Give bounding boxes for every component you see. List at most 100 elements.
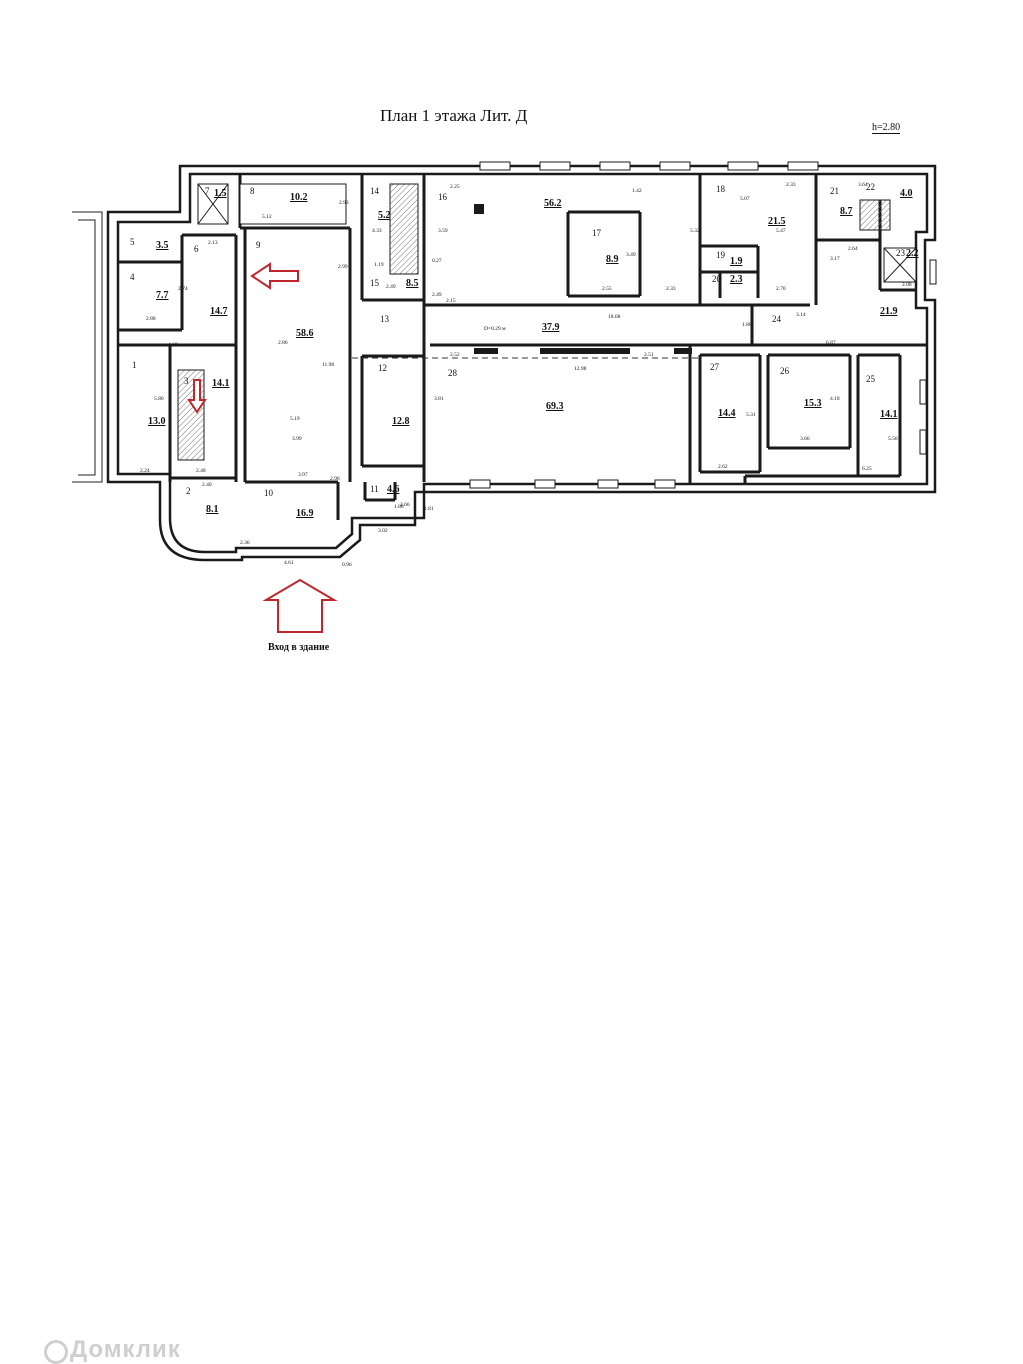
dimension-label: 2.55 xyxy=(602,286,612,292)
dimension-label: 4.33 xyxy=(372,228,382,234)
room-area: 4.6 xyxy=(387,484,400,495)
room-number: 15 xyxy=(370,278,380,288)
dimension-label: 2.93 xyxy=(339,200,349,206)
room-area: 13.0 xyxy=(148,416,166,427)
room-number: 27 xyxy=(710,362,720,372)
room-number: 5 xyxy=(130,237,135,247)
room-area: 8.9 xyxy=(606,254,619,265)
adjacent-building xyxy=(72,211,103,483)
room-number: 1 xyxy=(132,360,137,370)
dimension-label: 3.64 xyxy=(858,182,868,188)
dimension-label: 2.40 xyxy=(202,482,212,488)
dimension-label: 3.17 xyxy=(830,256,840,262)
dimension-label: 5.80 xyxy=(154,396,164,402)
room-area: 8.5 xyxy=(406,278,419,289)
dimension-labels: 5.122.9318.6812.983.974.613.022.365.475.… xyxy=(140,182,912,568)
dimension-label: 2.51 xyxy=(644,352,654,358)
dimension-label: 3.49 xyxy=(626,252,636,258)
room-number: 3 xyxy=(184,376,189,386)
windows xyxy=(469,161,937,489)
room-number: 19 xyxy=(716,250,726,260)
room-area: 21.9 xyxy=(880,306,898,317)
room-number: 24 xyxy=(772,314,782,324)
dimension-label: 2.88 xyxy=(146,316,156,322)
dimension-label: 1.19 xyxy=(374,262,384,268)
dimension-label: 5.32 xyxy=(690,228,700,234)
dimension-label: 2.64 xyxy=(848,246,858,252)
down-arrow-icon xyxy=(187,379,207,414)
room-number: 10 xyxy=(264,488,274,498)
room-area: 5.2 xyxy=(378,210,391,221)
dimension-label: 12.98 xyxy=(574,366,587,372)
dimension-label: 2.66 xyxy=(400,502,410,508)
room-number: 20 xyxy=(712,274,722,284)
room-number: 17 xyxy=(592,228,602,238)
room-area: 21.5 xyxy=(768,216,786,227)
dimension-label: D=0.29 м xyxy=(484,326,506,332)
room-area: 15.3 xyxy=(804,398,822,409)
dimension-label: 5.31 xyxy=(746,412,756,418)
room-area: 1.9 xyxy=(730,256,743,267)
dimension-label: 2.86 xyxy=(278,340,288,346)
dimension-label: 3.99 xyxy=(292,436,302,442)
room-number: 22 xyxy=(866,182,875,192)
ceiling-height-label: h=2.80 xyxy=(872,122,901,134)
dimension-label: 6.87 xyxy=(826,340,836,346)
dimension-label: 3.66 xyxy=(800,436,810,442)
dimension-label: 2.36 xyxy=(240,540,250,546)
room-area: 69.3 xyxy=(546,401,564,412)
dimension-label: 1.88 xyxy=(742,322,752,328)
dimension-label: 2.62 xyxy=(718,464,728,470)
dimension-label: 2.96 xyxy=(330,476,340,482)
room-area: 14.4 xyxy=(718,408,736,419)
dimension-label: 2.33 xyxy=(666,286,676,292)
dimension-label: 1.81 xyxy=(424,506,434,512)
dimension-label: 6.25 xyxy=(862,466,872,472)
dimension-label: 18.68 xyxy=(608,314,621,320)
shafts xyxy=(177,183,917,461)
room-number: 8 xyxy=(250,186,255,196)
dimension-label: 2.24 xyxy=(140,468,150,474)
watermark-logo-icon xyxy=(44,1340,68,1364)
dimension-label: 2.49 xyxy=(432,292,442,298)
dimension-label: 11.98 xyxy=(322,362,334,368)
dimension-label: 2.74 xyxy=(178,286,188,292)
room-number: 9 xyxy=(256,240,261,250)
columns xyxy=(474,204,692,354)
dimension-label: 5.12 xyxy=(262,214,272,220)
room-number: 23 xyxy=(896,248,906,258)
dimension-label: 2.99 xyxy=(338,264,348,270)
page-title: План 1 этажа Лит. Д xyxy=(380,106,528,125)
dimension-label: 4.68 xyxy=(168,342,178,348)
room-area: 2.3 xyxy=(730,274,743,285)
dimension-label: 2.15 xyxy=(446,298,456,304)
dimension-label: 2.48 xyxy=(196,468,206,474)
dimension-label: 5.47 xyxy=(776,228,786,234)
floor-plan: 113.028.1314.147.753.5614.771.5810.2958.… xyxy=(72,161,937,633)
interior-walls xyxy=(118,174,927,520)
room-number: 6 xyxy=(194,244,199,254)
dimension-label: 4.61 xyxy=(284,560,294,566)
room-area: 37.9 xyxy=(542,322,560,333)
room-number: 2 xyxy=(186,486,191,496)
outer-walls xyxy=(106,164,937,562)
room-area: 8.7 xyxy=(840,206,853,217)
dimension-label: 3.02 xyxy=(378,528,388,534)
dimension-label: 2.52 xyxy=(450,352,460,358)
dimension-label: 2.25 xyxy=(450,184,460,190)
dimension-label: 0.96 xyxy=(342,562,352,568)
room-area: 56.2 xyxy=(544,198,562,209)
dimension-label: 3.81 xyxy=(434,396,444,402)
room-area: 7.7 xyxy=(156,290,169,301)
room-number: 14 xyxy=(370,186,380,196)
room-number: 12 xyxy=(378,363,387,373)
dimension-label: 1.88 xyxy=(394,504,404,510)
dimension-label: 3.97 xyxy=(298,472,308,478)
dimension-label: 3.14 xyxy=(796,312,806,318)
watermark-text: Домклик xyxy=(70,1336,181,1363)
dimension-label: 1.42 xyxy=(632,188,642,194)
left-arrow-icon xyxy=(250,262,299,290)
room-number: 11 xyxy=(370,484,379,494)
room-area: 8.1 xyxy=(206,504,219,515)
